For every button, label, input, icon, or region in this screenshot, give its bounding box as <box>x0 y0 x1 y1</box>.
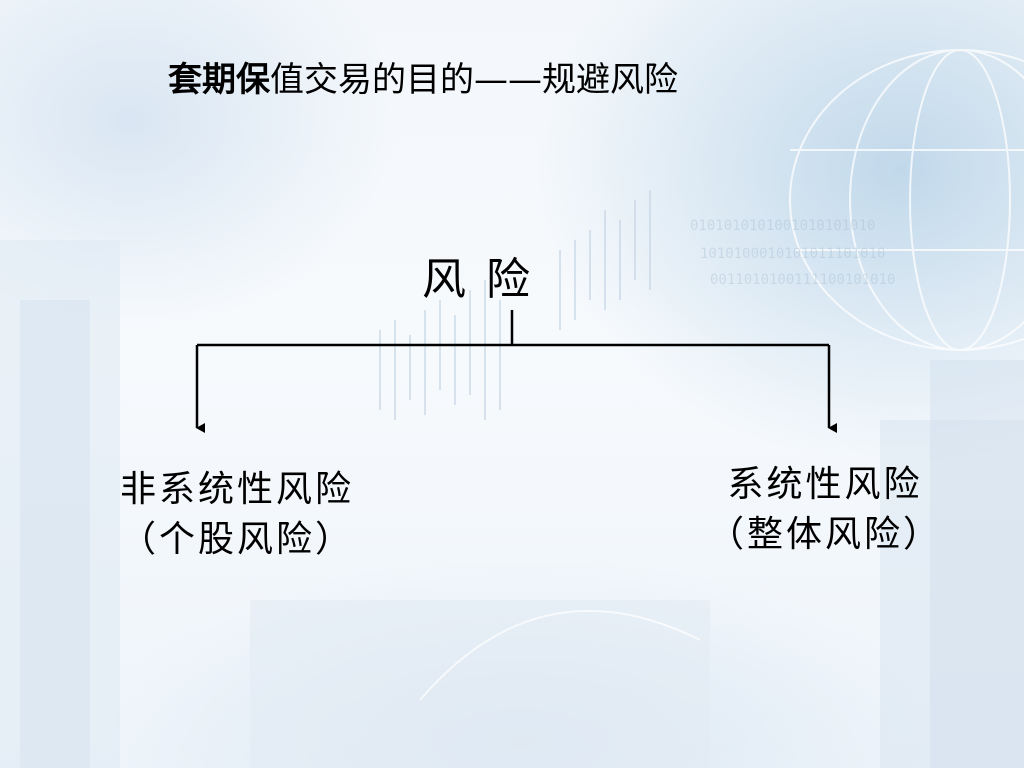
svg-text:0101010101001010101010: 0101010101001010101010 <box>690 218 875 234</box>
svg-text:1010100010101011101010: 1010100010101011101010 <box>700 246 885 262</box>
diagram-node-unsystematic-risk: 非系统性风险 （个股风险） <box>72 465 402 565</box>
page-title: 套期保值交易的目的——规避风险 <box>168 58 678 102</box>
page-title-rest: 值交易的目的——规避风险 <box>270 60 678 100</box>
node-label: 系统性风险 <box>727 464 923 505</box>
page-title-bold: 套期保 <box>168 60 270 100</box>
svg-text:0011010100111100101010: 0011010100111100101010 <box>710 272 895 288</box>
diagram-node-systematic-risk: 系统性风险 （整体风险） <box>690 460 960 560</box>
node-sublabel: （个股风险） <box>119 519 354 560</box>
node-sublabel: （整体风险） <box>707 514 942 555</box>
diagram-root-node: 风险 <box>422 254 550 305</box>
node-label: 非系统性风险 <box>119 469 354 510</box>
